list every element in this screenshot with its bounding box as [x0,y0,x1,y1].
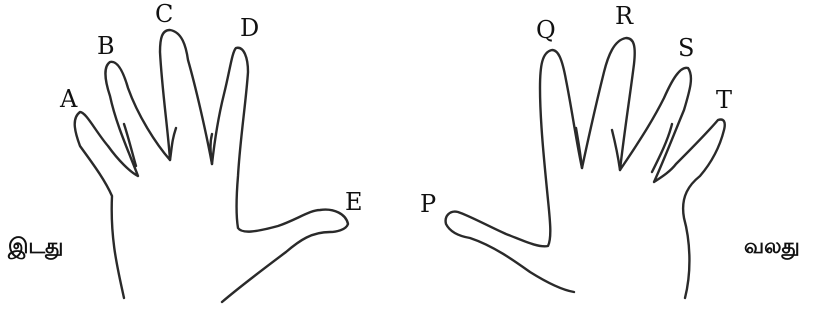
finger-label-d: D [240,14,259,42]
finger-label-c: C [155,0,173,28]
left-finger-seam-bc [168,126,178,162]
finger-label-r: R [615,2,634,30]
left-finger-seam-cd [209,132,214,166]
finger-label-p: P [420,190,436,218]
right-finger-seam-rq [574,126,584,170]
finger-label-t: T [716,86,732,114]
finger-label-e: E [345,188,363,216]
right-hand-outline [444,36,726,300]
left-finger-seam-ab [122,122,138,168]
finger-label-q: Q [536,16,556,44]
finger-label-b: B [97,32,115,60]
left-hand-outline [73,28,350,304]
left-hand-label: இடது [8,234,64,258]
finger-label-s: S [678,34,694,62]
finger-label-a: A [59,85,78,113]
right-finger-seam-ts [650,122,674,174]
right-hand-label: வலது [744,234,800,258]
right-finger-seam-sr [610,128,622,172]
